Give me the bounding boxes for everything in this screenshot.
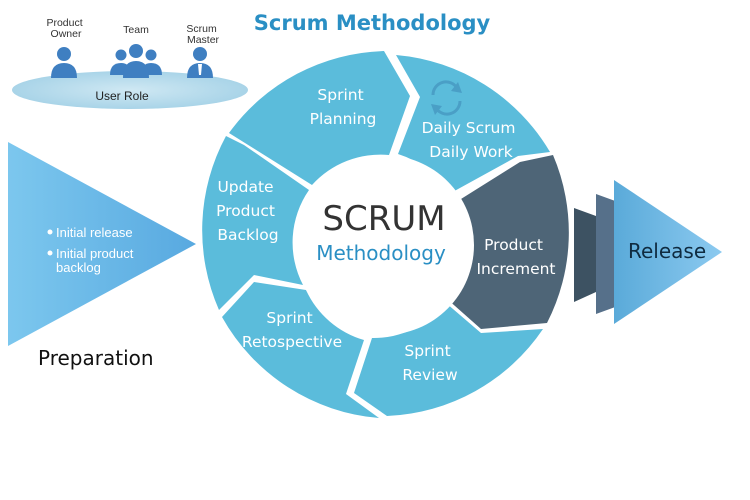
- segment-sprint-review: [354, 303, 543, 416]
- label-sprint-retrospective: Sprint Retospective: [242, 309, 342, 351]
- refresh-icon: [431, 80, 462, 116]
- center-subtitle: Methodology: [316, 241, 446, 265]
- release-band-1: [574, 208, 596, 302]
- bullet-dot: [47, 250, 53, 256]
- release-arrow: Release: [574, 180, 722, 324]
- segment-sprint-retrospective: [222, 282, 379, 418]
- person-icon: [51, 47, 77, 78]
- user-role-label: User Role: [95, 89, 149, 103]
- release-label: Release: [628, 239, 706, 263]
- label-sprint-review: Sprint Review: [402, 342, 458, 384]
- user-role-group: User Role Product Owner Team Scrum Maste…: [12, 17, 248, 109]
- center-title: SCRUM: [322, 199, 445, 239]
- segment-sprint-planning: [229, 51, 410, 185]
- scrum-center: [294, 155, 474, 335]
- person-tie-icon: [187, 47, 213, 78]
- preparation-label: Preparation: [38, 346, 154, 370]
- role-label-product-owner: Product Owner: [46, 17, 85, 40]
- page-title: Scrum Methodology: [254, 11, 491, 35]
- preparation-bullet-2: Initial product backlog: [56, 246, 137, 275]
- label-update-product-backlog: Update Product Backlog: [216, 178, 280, 244]
- release-head: [614, 180, 722, 324]
- user-role-ellipse: [12, 71, 248, 109]
- preparation-bullet-1: Initial release: [56, 225, 133, 240]
- team-icon: [110, 44, 162, 78]
- label-sprint-planning: Sprint Planning: [310, 86, 377, 128]
- label-product-increment: Product Increment: [476, 236, 555, 278]
- role-label-team: Team: [123, 24, 149, 36]
- label-daily-scrum: Daily Scrum Daily Work: [422, 119, 521, 161]
- scrum-cycle: SCRUM Methodology Sprint Planning Daily …: [202, 51, 569, 418]
- role-label-scrum-master: Scrum Master: [186, 23, 219, 46]
- preparation-shape: [8, 142, 196, 346]
- bullet-dot: [47, 229, 53, 235]
- release-band-2: [596, 194, 618, 314]
- segment-update-product-backlog: [202, 136, 309, 310]
- preparation-arrow: Initial release Initial product backlog: [8, 142, 196, 346]
- segment-product-increment: [446, 155, 569, 329]
